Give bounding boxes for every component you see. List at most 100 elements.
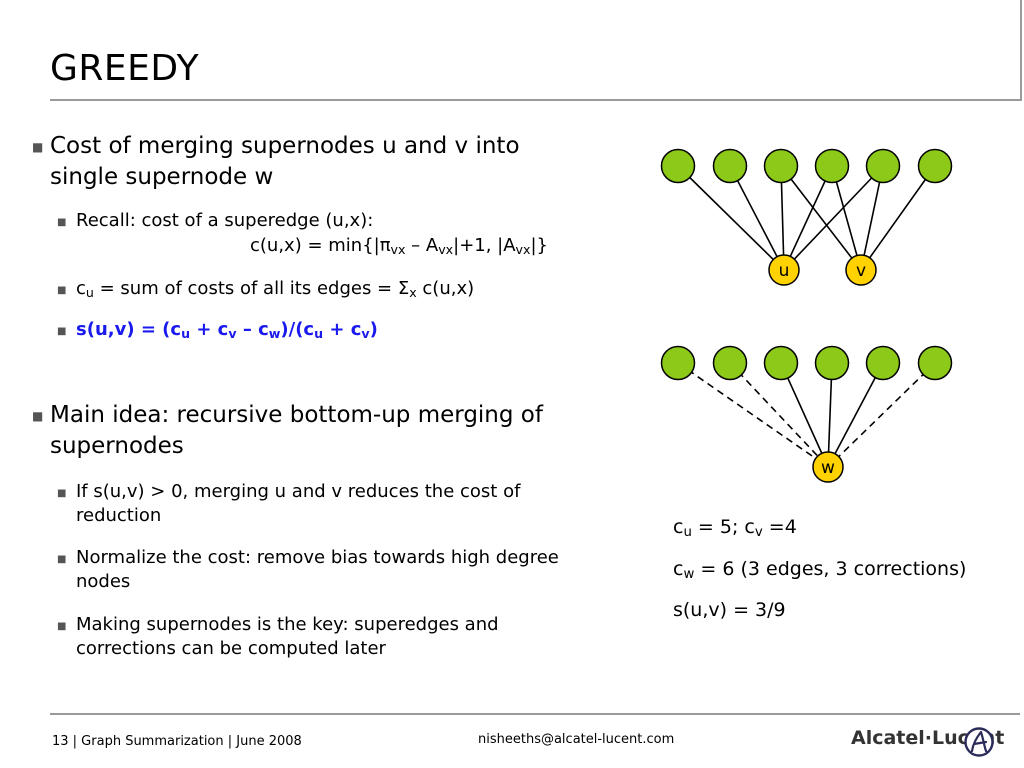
suv-part: + c [190, 319, 229, 340]
sub-line: nodes [76, 571, 131, 592]
bullet-square-icon: ■ [32, 409, 44, 423]
suv-sub: u [314, 326, 324, 341]
suv-sub: u [181, 326, 191, 341]
suv-sub: v [228, 326, 237, 341]
suv-part: )/(c [280, 319, 315, 340]
graph-node [917, 148, 953, 184]
title-rule [50, 99, 1020, 101]
note-sub: w [683, 567, 695, 582]
graph-node [814, 345, 850, 381]
edge [860, 165, 936, 271]
edge [780, 362, 829, 468]
supernode-v [845, 254, 877, 286]
sub-bullet-square-icon: ■ [57, 285, 67, 296]
cu-part: = sum of costs of all its edges = Σ [93, 278, 410, 299]
footer-email: nisheeths@alcatel-lucent.com [478, 732, 675, 747]
sub-bullet-cu: cu = sum of costs of all its edges = Σx … [76, 277, 474, 301]
note-cw: cw = 6 (3 edges, 3 corrections) [673, 558, 967, 582]
graph-node [763, 148, 799, 184]
sub-bullet-square-icon: ■ [57, 554, 67, 565]
suv-part: – c [236, 319, 269, 340]
graph-node [763, 345, 799, 381]
bullet-square-icon: ■ [32, 140, 44, 154]
graph-node [712, 345, 748, 381]
bottom-graph-solid-edges [780, 362, 884, 468]
graph-node [865, 148, 901, 184]
formula-part: |} [530, 235, 548, 256]
note-part: = 5; c [691, 516, 755, 538]
note-part: c [673, 558, 684, 580]
graph-node [917, 345, 953, 381]
suv-part: ) [369, 319, 378, 340]
cu-sub: u [85, 285, 94, 300]
sub-line: If s(u,v) > 0, merging u and v reduces t… [76, 481, 521, 502]
suv-part: s(u,v) = (c [76, 319, 182, 340]
sub-line: Normalize the cost: remove bias towards … [76, 547, 559, 568]
cu-sub: x [409, 285, 417, 300]
graph-node [712, 148, 748, 184]
bottom-graph-nodes [660, 345, 953, 381]
note-part: c [673, 516, 684, 538]
correction-edge [827, 362, 936, 468]
bullet-line: single supernode w [50, 164, 274, 190]
sub-bullet-square-icon: ■ [57, 488, 67, 499]
cu-part: c(u,x) [416, 278, 475, 299]
supernode-u [768, 254, 800, 286]
cu-part: c [76, 278, 86, 299]
bullet-line: Main idea: recursive bottom-up merging o… [50, 402, 543, 428]
footer-page-info: 13 | Graph Summarization | June 2008 [52, 734, 302, 749]
label-u: u [779, 261, 790, 281]
sub-bullet-square-icon: ■ [57, 326, 67, 337]
edge [780, 165, 785, 271]
slide-title: GREEDY [50, 48, 200, 89]
graph-node [865, 345, 901, 381]
graph-node [814, 148, 850, 184]
edge [827, 362, 833, 468]
recall-text: Recall: cost of a superedge (u,x): [76, 210, 374, 231]
edge [860, 165, 884, 271]
graph-node [660, 148, 696, 184]
note-cu-cv: cu = 5; cv =4 [673, 516, 797, 540]
top-graph-nodes [660, 148, 953, 184]
suv-sub: v [361, 326, 370, 341]
edge [780, 165, 862, 271]
suv-sub: w [268, 326, 281, 341]
bottom-graph-dashed-edges [677, 362, 936, 468]
edge [677, 165, 785, 271]
note-sub: u [683, 525, 692, 540]
sub-bullet-if-positive: If s(u,v) > 0, merging u and v reduces t… [76, 480, 520, 528]
title-rule-vertical [1020, 0, 1022, 101]
sub-bullet-recall: Recall: cost of a superedge (u,x): [76, 209, 373, 233]
formula-sub: vx [515, 242, 531, 257]
sub-bullet-normalize: Normalize the cost: remove bias towards … [76, 546, 559, 594]
alcatel-lucent-logo-icon [964, 727, 994, 757]
sub-bullet-square-icon: ■ [57, 621, 67, 632]
graph-node [660, 345, 696, 381]
label-v: v [856, 261, 866, 281]
edge [729, 165, 785, 271]
suv-part: + c [323, 319, 362, 340]
footer-rule [50, 713, 1020, 715]
sub-line: corrections can be computed later [76, 638, 386, 659]
supernode-w [812, 451, 844, 483]
bullet-main-idea: Main idea: recursive bottom-up merging o… [50, 400, 543, 462]
bullet-cost-merging: Cost of merging supernodes u and v into … [50, 131, 520, 193]
top-graph-edges [677, 165, 936, 271]
formula-sub: vx [390, 242, 406, 257]
correction-edge [677, 362, 829, 468]
note-suv: s(u,v) = 3/9 [673, 599, 786, 621]
formula-sub: vx [438, 242, 454, 257]
edge [831, 165, 862, 271]
bullet-line: supernodes [50, 433, 184, 459]
label-w: w [821, 458, 835, 478]
sub-bullet-square-icon: ■ [57, 217, 67, 228]
note-part: =4 [762, 516, 797, 538]
edge [827, 362, 884, 468]
note-sub: v [754, 525, 763, 540]
note-part: = 6 (3 edges, 3 corrections) [694, 558, 967, 580]
formula-part: c(u,x) = min{|π [250, 235, 391, 256]
sub-bullet-suv-formula: s(u,v) = (cu + cv – cw)/(cu + cv) [76, 318, 378, 342]
sub-bullet-supernodes-key: Making supernodes is the key: superedges… [76, 613, 499, 661]
